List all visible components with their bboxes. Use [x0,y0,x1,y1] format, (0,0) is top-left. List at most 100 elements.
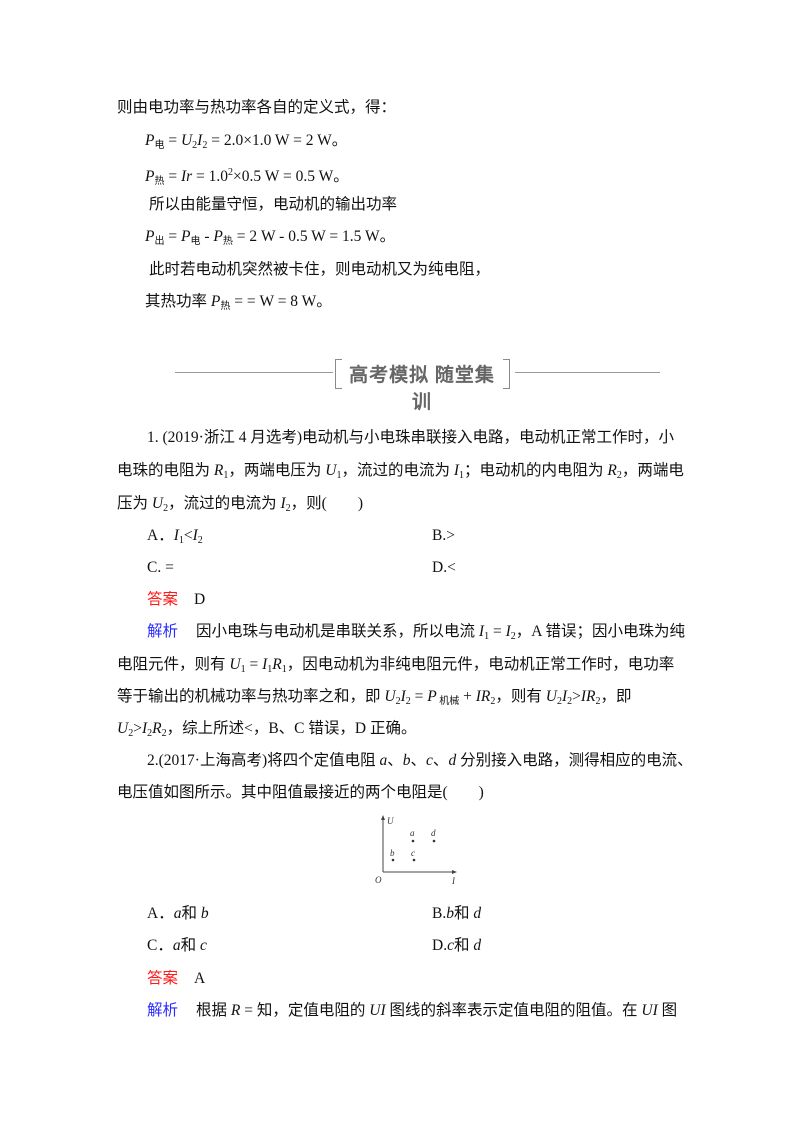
math-var: I [141,720,148,737]
q1-option-c: C. = [147,558,174,578]
origin-label: O [375,875,382,885]
text-run: D.< [432,559,456,576]
q2-option-a: A．a和 b [147,904,209,924]
math-var: R [607,462,617,479]
answer-value: D [194,591,206,608]
point-d-label: d [431,828,436,838]
banner-rule-right [515,372,660,373]
text-run: ，即 [600,688,632,705]
subscript: 1 [223,470,229,481]
text-run: ，因电动机为非纯电阻元件，电动机正常工作时，电功率 [286,656,675,673]
q2-stem-line: 电压值如图所示。其中阻值最接近的两个电阻是( ) [117,783,484,803]
text-run: = 1.0 [192,168,229,185]
subscript: 2 [595,696,601,707]
subscript: 2 [556,696,562,707]
text-run: = 知，定值电阻的 [240,1002,370,1019]
text-run: D. [432,937,448,954]
math-var: I [453,462,460,479]
subscript: 2 [192,140,198,151]
point-a [411,839,415,843]
banner-title: 高考模拟 随堂集训 [349,365,495,413]
text-run: + [459,688,476,705]
i-axis-label: I [451,876,456,886]
math-var: I [262,656,268,673]
text-run: 、 [432,752,449,769]
q1-analysis-line: 等于输出的机械功率与热功率之和，即 U2I2 = P 机械 + IR2，则有 U… [117,687,632,712]
subscript: 2 [163,503,169,514]
text-run: 、 [387,752,403,769]
text-run: B. [432,905,447,922]
point-c [412,858,416,862]
text-run: = 2.0×1.0 W = 2 W。 [207,132,348,149]
math-var: I [197,132,203,149]
text-run: 其热功率 [145,293,211,310]
answer-label: 答案 [147,970,179,987]
text-run: 因小电珠与电动机是串联关系，所以电流 [196,623,479,640]
text-run: 和 [180,937,200,954]
text-run: 等于输出的机械功率与热功率之和，即 [117,688,385,705]
math-var: R [213,462,224,479]
ui-graph-figure: U I O a b c d [375,815,457,886]
point-b-label: b [390,848,395,858]
subscript: 热 [220,301,231,312]
q1-analysis-line: U2>I2R2，综上所述<，B、C 错误，D 正确。 [117,719,416,744]
subscript: 2 [490,696,496,707]
text-run: ，两端电压为 [228,462,326,479]
math-var: Ir [180,168,193,185]
text-run: = [245,656,263,673]
text-run: A． [147,527,174,544]
math-var: c [447,937,454,954]
math-var: I [280,495,286,512]
text-run: C. = [147,559,174,576]
math-var: d [473,937,482,954]
text-run: ×0.5 W = 0.5 W。 [233,168,349,185]
text-run: 2.(2017·上海高考)将四个定值电阻 [147,752,380,769]
math-var: d [473,905,482,922]
text-line: 所以由能量守恒，电动机的输出功率 [149,195,397,215]
math-var: c [426,752,433,769]
text-run: ，流过的电流为 [341,462,454,479]
q1-option-d: D.< [432,558,456,578]
i-axis-arrow [452,870,457,874]
subscript: 2 [616,470,622,481]
math-var: R [272,656,282,673]
q1-stem-line: 电珠的电阻为 R1，两端电压为 U1，流过的电流为 I1；电动机的内电阻为 R2… [117,461,684,486]
math-var: I [478,623,485,640]
subscript: 2 [202,140,208,151]
text-run: ；电动机的内电阻为 [464,462,608,479]
text-line: 则由电功率与热功率各自的定义式，得： [117,98,396,118]
section-banner: 高考模拟 随堂集训 [175,355,660,413]
text-run: 此时若电动机突然被卡住，则电动机又为纯电阻， [149,261,491,278]
math-var: U [384,688,396,705]
answer-label: 答案 [147,591,179,608]
subscript: 电 [190,236,201,247]
text-run: C． [147,937,173,954]
text-run: ，则有 [495,688,546,705]
q1-analysis-line: 电阻元件，则有 U1 = I1R1，因电动机为非纯电阻元件，电动机正常工作时，电… [117,655,674,680]
text-run: 所以由能量守恒，电动机的输出功率 [149,196,398,213]
math-var: P [210,293,221,310]
text-run: 压为 [117,495,152,512]
subscript: 1 [240,664,246,675]
superscript: 2 [228,167,234,178]
formula-line: P热 = Ir = 1.02×0.5 W = 0.5 W。 [145,163,349,192]
math-var: P [145,132,155,149]
math-var: b [446,905,454,922]
math-var: I [192,527,198,544]
text-run: A． [147,905,174,922]
analysis-label: 解析 [147,1002,179,1019]
subscript: 2 [161,728,167,739]
subscript: 2 [128,728,134,739]
math-var: R [152,720,162,737]
banner-bracket-left [335,359,342,389]
subscript: 2 [197,535,203,546]
text-run: 图 [657,1002,678,1019]
subscript: 1 [178,535,184,546]
q1-analysis-line: 解析因小电珠与电动机是串联关系，所以电流 I1 = I2，A 错误；因小电珠为纯 [147,622,685,647]
text-run: ，综上所述<，B、C 错误，D 正确。 [166,720,417,737]
u-axis-arrow [381,815,385,820]
text-run: > [133,720,142,737]
q2-analysis-line: 解析根据 R = 知，定值电阻的 UI 图线的斜率表示定值电阻的阻值。在 UI … [147,1001,677,1021]
text-run: 则由电功率与热功率各自的定义式，得： [117,99,397,116]
subscript: 2 [510,631,516,642]
